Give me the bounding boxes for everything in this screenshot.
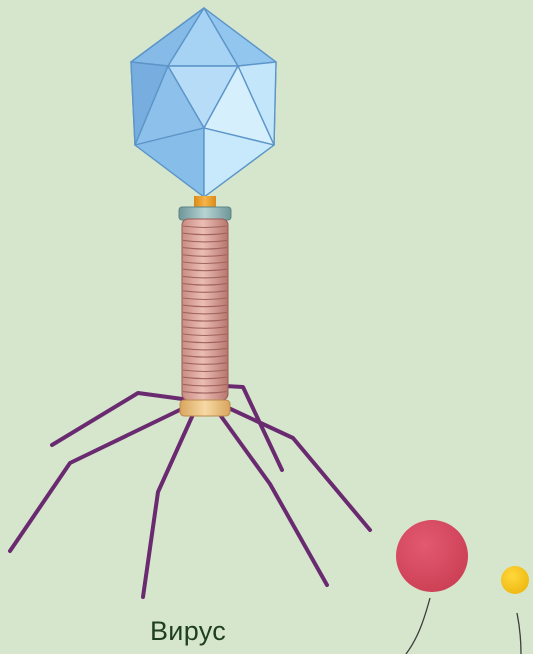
connector-line-red [406, 598, 430, 654]
tail-fiber-3 [143, 410, 195, 597]
connector-line-yellow [517, 613, 521, 654]
tail-fiber-4 [218, 412, 327, 585]
tail-fiber-5 [222, 405, 370, 530]
neck-ring [179, 207, 231, 220]
base-plate [180, 400, 230, 416]
capsid-head [131, 8, 276, 197]
yellow-circle [501, 566, 529, 594]
red-circle [396, 520, 468, 592]
tail-sheath [182, 219, 228, 400]
tail-fibers [10, 386, 370, 597]
virus-label: Вирус [150, 616, 226, 647]
